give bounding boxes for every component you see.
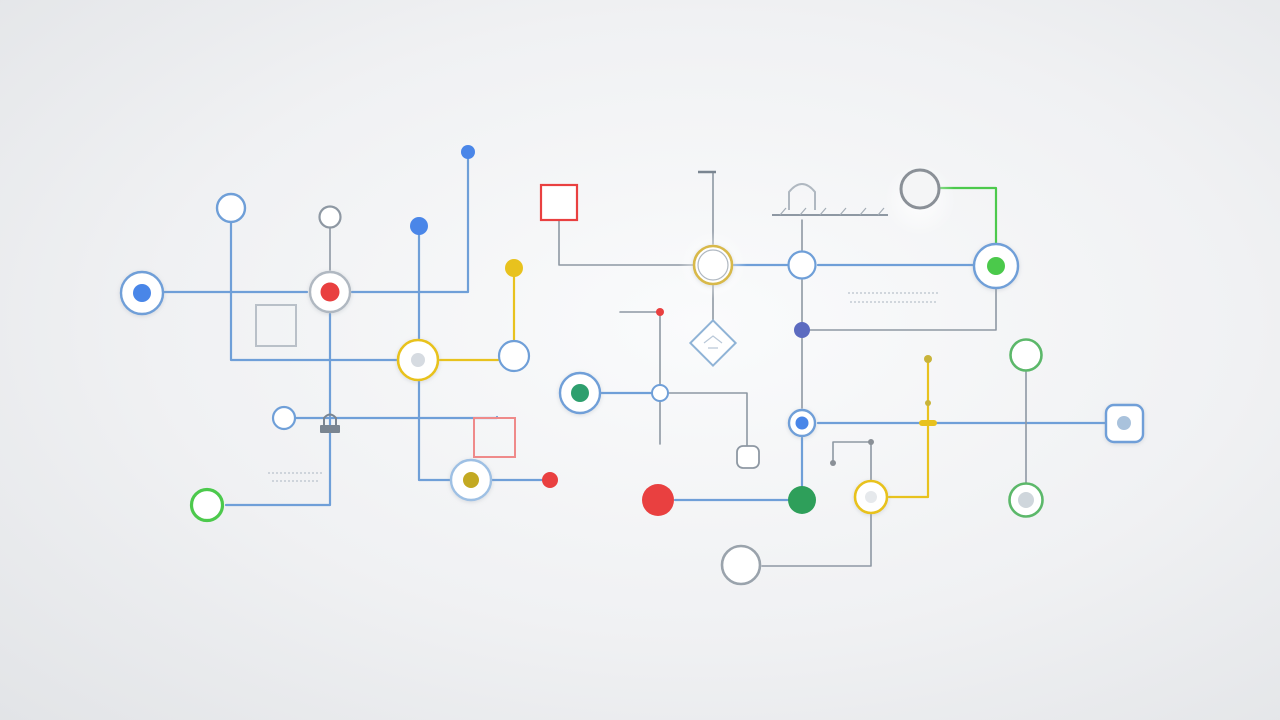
connector-line	[350, 152, 470, 294]
node-dot-yellow[interactable]	[924, 355, 932, 363]
node-ring-gray[interactable]	[720, 544, 762, 586]
node-blue-ring[interactable]	[787, 408, 817, 438]
connector-lines	[161, 152, 1108, 567]
connector-line	[761, 512, 872, 567]
connector-line	[938, 186, 998, 246]
connector-line	[887, 358, 930, 499]
node-dot-indigo[interactable]	[794, 322, 810, 338]
bridge-icon	[772, 183, 888, 216]
node-ring-green[interactable]	[189, 487, 225, 523]
node-dot-gray[interactable]	[830, 460, 836, 466]
node-square[interactable]	[255, 304, 297, 347]
node-ring[interactable]	[318, 205, 342, 229]
lock-icon	[320, 413, 340, 433]
node-ring-green[interactable]	[1009, 338, 1043, 372]
faint-text-marks	[268, 292, 938, 482]
node-dot-blue[interactable]	[461, 145, 475, 159]
connector-line	[809, 287, 997, 331]
node-ring-gray[interactable]	[899, 168, 941, 210]
node-dot-blue[interactable]	[410, 217, 428, 235]
node-yellow-ring[interactable]	[853, 479, 889, 515]
node-green-ring[interactable]	[972, 242, 1020, 290]
node-dot-red[interactable]	[542, 472, 558, 488]
connector-line	[558, 219, 694, 266]
node-hub-ring[interactable]	[692, 244, 734, 286]
node-diamond[interactable]	[688, 318, 738, 368]
connector-line	[224, 312, 332, 507]
node-ring[interactable]	[271, 405, 297, 431]
node-dot-gray[interactable]	[868, 439, 874, 445]
connector-line	[229, 220, 399, 362]
node-dot-yellow[interactable]	[925, 400, 931, 406]
nodes	[119, 145, 1145, 586]
node-green-ring[interactable]	[1008, 482, 1044, 518]
node-olive-ring[interactable]	[449, 458, 493, 502]
node-square-red[interactable]	[473, 417, 516, 458]
connector-line	[668, 392, 748, 447]
node-square-red[interactable]	[539, 183, 579, 222]
node-rounded-square[interactable]	[736, 445, 760, 469]
node-ring[interactable]	[651, 384, 669, 402]
connector-line	[619, 311, 661, 445]
connector-line	[832, 441, 872, 483]
node-blue-ring[interactable]	[119, 270, 165, 316]
node-ring[interactable]	[497, 339, 531, 373]
node-ring[interactable]	[787, 250, 817, 280]
node-red-ring[interactable]	[308, 270, 352, 314]
node-dot-red[interactable]	[656, 308, 664, 316]
node-connector-yellow[interactable]	[919, 420, 937, 426]
node-dot-red-large[interactable]	[642, 484, 674, 516]
node-yellow-ring[interactable]	[396, 338, 440, 382]
node-dot-green[interactable]	[788, 486, 816, 514]
node-dot-yellow[interactable]	[505, 259, 523, 277]
node-teal-ring[interactable]	[558, 371, 602, 415]
node-ring[interactable]	[215, 192, 247, 224]
node-rounded-square-blue[interactable]	[1104, 403, 1145, 444]
connector-line	[417, 233, 452, 482]
